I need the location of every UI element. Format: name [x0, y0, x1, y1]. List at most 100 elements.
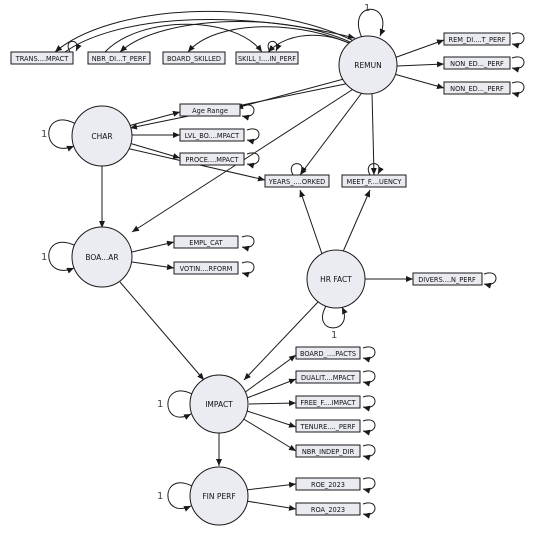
manifest-label: SKILL_I....IN_PERF — [238, 55, 296, 63]
latent-label: REMUN — [354, 61, 382, 70]
edge-remun-boaar — [131, 85, 359, 233]
loop-char — [48, 119, 77, 152]
manifest-node-agerange[interactable]: Age Range — [179, 103, 241, 117]
manifest-node-dualit[interactable]: DUALIT....MPACT — [295, 370, 361, 384]
manifest-label: MEET_F....UENCY — [347, 178, 403, 186]
manifest-label: TRANS....MPACT — [15, 55, 70, 63]
manifest-node-tenure[interactable]: TENURE...._PERF — [295, 419, 361, 433]
edge-remun-meet — [370, 91, 377, 176]
edge-impact-boardpacts — [243, 354, 297, 394]
mloop-votin — [241, 261, 255, 278]
latent-nodes: REMUN CHAR BOA...AR HR FACT IMPACT FIN P… — [71, 35, 398, 526]
mloop-emplcat — [241, 235, 255, 252]
mloop-remdi — [511, 32, 525, 49]
manifest-label: REM_DI....T_PERF — [449, 36, 506, 44]
latent-node-hrfact[interactable]: HR FACT — [306, 249, 366, 309]
manifest-label: EMPL_CAT — [189, 239, 223, 247]
mloop-skill — [267, 40, 282, 53]
mloop-roe — [362, 477, 376, 494]
manifest-node-nbrindep[interactable]: NBR_INDEP_DIR — [295, 444, 361, 458]
mloop-roa — [362, 502, 376, 519]
manifest-node-roa[interactable]: ROA_2023 — [295, 502, 361, 516]
latent-loops: 1 1 1 1 1 1 — [41, 3, 386, 512]
mloop-tenure — [362, 419, 376, 436]
latent-node-boaar[interactable]: BOA...AR — [71, 226, 133, 288]
edge-char-proce — [128, 142, 181, 159]
latent-node-finperf[interactable]: FIN PERF — [189, 466, 249, 526]
mloop-dualit — [362, 370, 376, 387]
manifest-node-noned2[interactable]: NON_ED..._PERF — [443, 81, 511, 95]
mloop-noned1 — [511, 56, 525, 73]
mloop-divers — [483, 272, 497, 289]
mloop-proce — [246, 152, 260, 169]
manifest-label: VOTIN....RFORM — [180, 265, 233, 273]
manifest-node-roe[interactable]: ROE_2023 — [295, 477, 361, 491]
edge-remun-years — [299, 89, 365, 176]
latent-label: BOA...AR — [85, 253, 118, 262]
mloop-years — [290, 163, 307, 176]
edge-finperf-roe — [245, 481, 297, 491]
manifest-node-emplcat[interactable]: EMPL_CAT — [173, 235, 239, 249]
manifest-label: Age Range — [192, 107, 228, 115]
edge-remun-trans — [54, 10, 357, 53]
edge-remun-boardskilled — [187, 26, 361, 53]
loop-remun — [357, 8, 386, 39]
manifest-node-remdi[interactable]: REM_DI....T_PERF — [443, 32, 511, 46]
latent-node-remun[interactable]: REMUN — [338, 35, 398, 95]
mloop-noned2 — [511, 81, 525, 98]
latent-node-char[interactable]: CHAR — [71, 105, 133, 167]
edge-finperf-roa — [245, 500, 297, 511]
edge-impact-nbrindep — [241, 417, 297, 452]
manifest-node-votin[interactable]: VOTIN....RFORM — [173, 261, 239, 275]
manifest-node-boardskilled[interactable]: BOARD_SKILLED — [162, 51, 226, 65]
manifest-node-boardpacts[interactable]: BOARD_....PACTS — [295, 346, 361, 360]
mloop-boardpacts — [362, 346, 376, 363]
edge-boaar-impact — [119, 281, 205, 381]
loop-label-finperf: 1 — [157, 491, 163, 502]
manifest-node-nbrdi[interactable]: NBR_DI...T_PERF — [87, 51, 151, 65]
edge-remun-char — [129, 81, 356, 130]
manifest-label: DUALIT....MPACT — [301, 374, 356, 382]
manifest-node-meet[interactable]: MEET_F....UENCY — [341, 174, 407, 188]
manifest-nodes: TRANS....MPACT NBR_DI...T_PERF BOARD_SKI… — [10, 32, 511, 516]
latent-label: FIN PERF — [202, 492, 235, 501]
loop-boaar — [48, 241, 77, 274]
edge-hrfact-meet — [341, 189, 371, 255]
manifest-node-trans[interactable]: TRANS....MPACT — [10, 51, 74, 65]
manifest-label: FREE_F....IMPACT — [300, 399, 356, 407]
manifest-node-divers[interactable]: DIVERS....N_PERF — [412, 272, 483, 286]
edge-boaar-votin — [131, 261, 175, 270]
manifest-label: NON_ED..._PERF — [450, 60, 504, 68]
manifest-node-proce[interactable]: PROCE....MPACT — [179, 152, 245, 166]
manifest-node-skill[interactable]: SKILL_I....IN_PERF — [235, 51, 299, 65]
latent-node-impact[interactable]: IMPACT — [189, 374, 249, 434]
edge-hrfact-years — [299, 189, 323, 255]
edge-hrfact-impact — [243, 301, 319, 381]
loop-label-boaar: 1 — [41, 252, 47, 263]
manifest-label: ROA_2023 — [311, 506, 345, 514]
manifest-label: BOARD_....PACTS — [300, 350, 356, 358]
manifest-node-freef[interactable]: FREE_F....IMPACT — [295, 395, 361, 409]
manifest-node-lvlbo[interactable]: LVL_BO....MPACT — [179, 128, 245, 142]
mloop-nbrindep — [362, 444, 376, 461]
edge-impact-freef — [248, 400, 297, 407]
loop-finperf — [167, 482, 193, 512]
latent-label: CHAR — [91, 132, 112, 141]
manifest-label: NBR_INDEP_DIR — [302, 448, 355, 456]
mloop-trans — [67, 40, 82, 53]
mloop-lvlbo — [246, 128, 260, 145]
manifest-node-years[interactable]: YEARS_....ORKED — [264, 174, 330, 188]
mloop-freef — [362, 395, 376, 412]
manifest-label: ROE_2023 — [311, 481, 345, 489]
loop-label-hrfact: 1 — [331, 330, 337, 341]
edge-remun-noned2 — [393, 73, 445, 90]
manifest-node-noned1[interactable]: NON_ED..._PERF — [443, 56, 511, 70]
loop-label-remun: 1 — [364, 3, 370, 14]
loop-hrfact — [322, 305, 348, 329]
edge-remun-remdi — [393, 39, 445, 59]
loop-label-impact: 1 — [157, 399, 163, 410]
mloop-meet — [367, 163, 384, 176]
edge-remun-agerange — [235, 75, 356, 110]
latent-label: HR FACT — [320, 275, 352, 284]
